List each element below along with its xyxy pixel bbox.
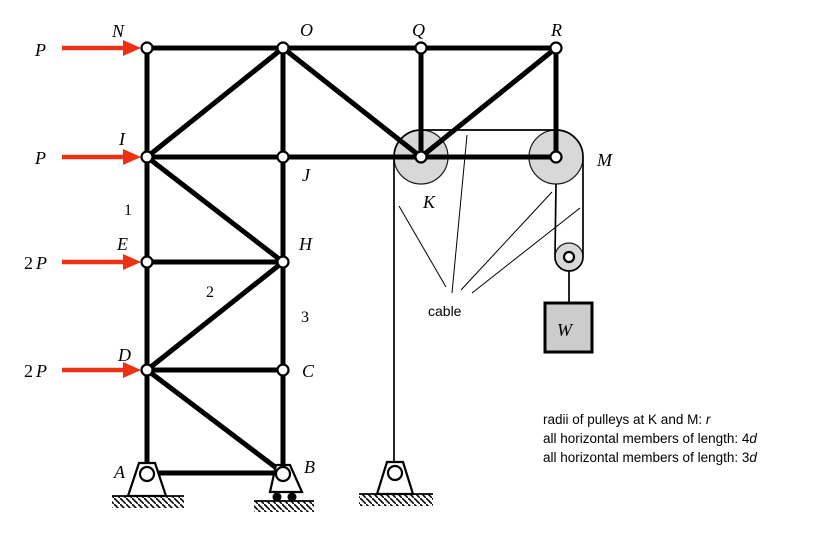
joint-label-K: K <box>422 192 436 212</box>
load-arrow-P-N <box>62 40 141 56</box>
arrow-head <box>123 362 141 378</box>
pin-circle-A <box>138 465 156 483</box>
load-symbol: P <box>34 148 46 168</box>
joint-O <box>276 41 290 55</box>
joint-labels: N O Q R I J K M E H D C A B <box>111 20 613 482</box>
joint-R <box>549 41 563 55</box>
joint-label-C: C <box>302 361 315 381</box>
arrow-head <box>123 254 141 270</box>
joint-H <box>276 255 290 269</box>
joint-label-A: A <box>113 462 126 482</box>
truss-members <box>144 45 559 476</box>
member-number-2: 2 <box>206 284 214 301</box>
arrow-head <box>123 40 141 56</box>
member-D-H <box>145 260 285 372</box>
weight-box <box>543 301 594 354</box>
joint-label-R: R <box>550 20 562 40</box>
note-text: radii of pulleys at K and M: <box>543 412 706 427</box>
load-arrow-2P-E <box>62 254 141 270</box>
note-horizontal-length: all horizontal members of length: 4d <box>543 429 757 448</box>
member-I-O <box>145 46 285 159</box>
joint-I <box>140 150 154 164</box>
weight-block: W <box>543 301 594 354</box>
load-arrow-P-I <box>62 149 141 165</box>
note-symbol: r <box>705 412 711 427</box>
note-text: all horizontal members of length: 3 <box>543 450 750 465</box>
support-pin-A <box>112 461 184 508</box>
joint-K <box>414 150 428 164</box>
note-vertical-length: all horizontal members of length: 3d <box>543 448 757 467</box>
note-symbol: d <box>749 450 757 465</box>
load-label-P-N: P <box>34 40 46 60</box>
ground-hatch-B <box>254 501 314 512</box>
joint-label-H: H <box>298 234 313 254</box>
member-K-R <box>419 46 558 159</box>
load-coef: 2 <box>24 253 33 273</box>
leader-to-M-right-cable <box>471 207 581 294</box>
leader-to-M-left-cable <box>460 191 553 291</box>
roller-wheel-left <box>272 492 282 502</box>
load-coef: 2 <box>24 361 33 381</box>
joint-label-B: B <box>304 457 315 477</box>
joint-D <box>140 363 154 377</box>
load-symbol: P <box>34 40 46 60</box>
load-symbol: P <box>35 253 47 273</box>
load-symbol: P <box>35 361 47 381</box>
joint-N <box>140 41 154 55</box>
joint-label-Q: Q <box>412 20 425 40</box>
support-roller-B <box>254 463 314 512</box>
ground-hatch-anchor <box>359 494 433 506</box>
joint-Q <box>414 41 428 55</box>
notes-block: radii of pulleys at K and M: r all horiz… <box>543 410 757 467</box>
member-number-1: 1 <box>124 202 132 219</box>
hanging-pulley-axle <box>562 250 576 264</box>
load-label-P-I: P <box>34 148 46 168</box>
joint-label-J: J <box>302 165 311 185</box>
joint-M <box>549 150 563 164</box>
cable-line <box>393 129 584 463</box>
joint-label-I: I <box>118 129 126 149</box>
note-symbol: d <box>749 431 757 446</box>
joint-J <box>276 150 290 164</box>
leader-to-top-cable <box>451 134 468 294</box>
joint-label-E: E <box>116 234 128 254</box>
member-number-3: 3 <box>301 309 309 326</box>
load-arrow-2P-D <box>62 362 141 378</box>
note-pulley-radii: radii of pulleys at K and M: r <box>543 410 757 429</box>
member-number-labels: 1 2 3 <box>124 202 309 326</box>
member-D-B <box>145 368 285 475</box>
joint-C <box>276 363 290 377</box>
member-I-H <box>145 155 285 264</box>
joint-circles <box>140 41 576 377</box>
pin-circle-B <box>274 465 292 483</box>
roller-wheel-right <box>287 492 297 502</box>
pin-circle-anchor <box>386 464 404 482</box>
joint-E <box>140 255 154 269</box>
note-text: all horizontal members of length: 4 <box>543 431 750 446</box>
joint-label-O: O <box>300 20 313 40</box>
support-pin-cable-anchor <box>359 460 433 506</box>
joint-label-D: D <box>117 345 131 365</box>
cable-leader-lines <box>398 134 581 294</box>
member-O-K <box>281 46 423 159</box>
arrow-head <box>123 149 141 165</box>
cable-annotation-label: cable <box>428 303 462 319</box>
joint-label-N: N <box>111 21 125 41</box>
joint-label-M: M <box>596 150 613 170</box>
weight-label: W <box>557 320 574 340</box>
leader-to-anchor-cable <box>398 205 447 288</box>
ground-hatch-A <box>112 496 184 508</box>
